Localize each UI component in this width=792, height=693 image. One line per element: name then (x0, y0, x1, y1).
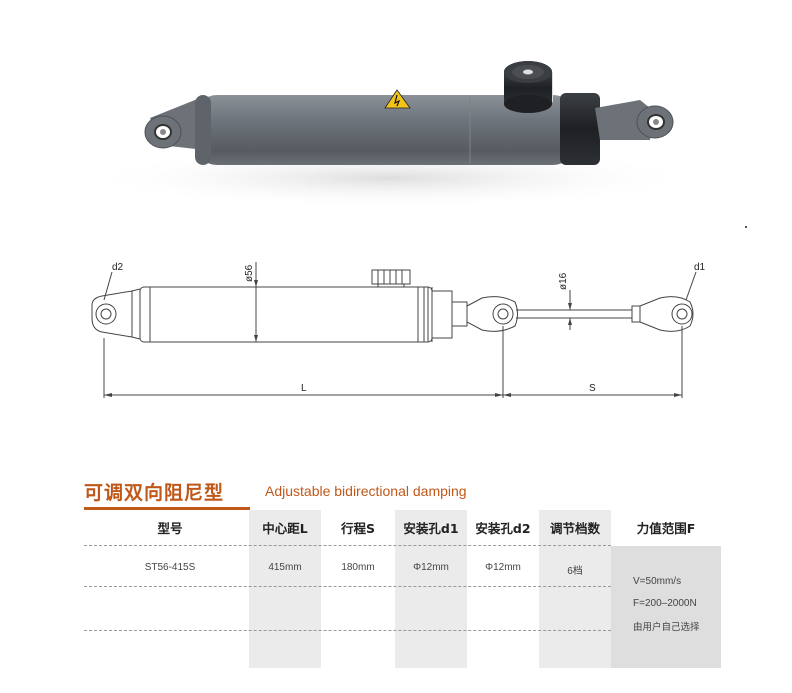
title-underline (84, 507, 250, 510)
cell-adjust-levels: 6档 (567, 566, 583, 577)
cell-model: ST56-415S (144, 562, 196, 573)
cylinder-body (195, 89, 575, 165)
cell-center-distance: 415mm (268, 562, 302, 573)
label-phi56: ø56 (244, 264, 255, 282)
row-divider (84, 586, 611, 587)
right-rod-end (595, 100, 674, 140)
label-d1: d1 (694, 262, 706, 273)
cell-stroke: 180mm (341, 562, 375, 573)
technical-drawing: d2 d1 L S ø56 ø16 (91, 262, 706, 398)
left-rod-end (144, 98, 205, 150)
header-force-range: 力值范围F (636, 521, 696, 536)
force-range: F=200–2000N (633, 598, 697, 609)
header-stroke: 行程S (340, 521, 375, 536)
row-divider (84, 545, 611, 546)
label-l: L (301, 383, 307, 394)
header-adjust-levels: 调节档数 (549, 521, 600, 536)
section-title-en: Adjustable bidirectional damping (265, 483, 467, 499)
force-range-cell (611, 546, 721, 668)
product-photo (80, 61, 700, 208)
warning-triangle-icon (384, 89, 411, 109)
force-speed: V=50mm/s (633, 576, 682, 587)
cell-mount-hole-d1: Φ12mm (413, 562, 449, 573)
section-title-cn: 可调双向阻尼型 (84, 482, 225, 504)
seal-section (560, 93, 600, 165)
adjustment-knob (504, 61, 553, 113)
header-model: 型号 (157, 521, 183, 536)
header-mount-hole-d1: 安装孔d1 (403, 521, 459, 536)
header-mount-hole-d2: 安装孔d2 (475, 521, 531, 536)
label-phi16: ø16 (558, 272, 569, 290)
column-shade-adjust-levels (539, 510, 611, 668)
label-s: S (589, 383, 596, 394)
row-divider (84, 630, 611, 631)
header-center-distance: 中心距L (262, 521, 308, 536)
force-user-selectable: 由用户自己选择 (633, 622, 700, 633)
label-d2: d2 (112, 262, 124, 273)
column-shade-center-distance (249, 510, 321, 668)
stray-dot (745, 226, 747, 228)
column-shade-mount-hole-d1 (395, 510, 467, 668)
cell-mount-hole-d2: Φ12mm (485, 562, 521, 573)
